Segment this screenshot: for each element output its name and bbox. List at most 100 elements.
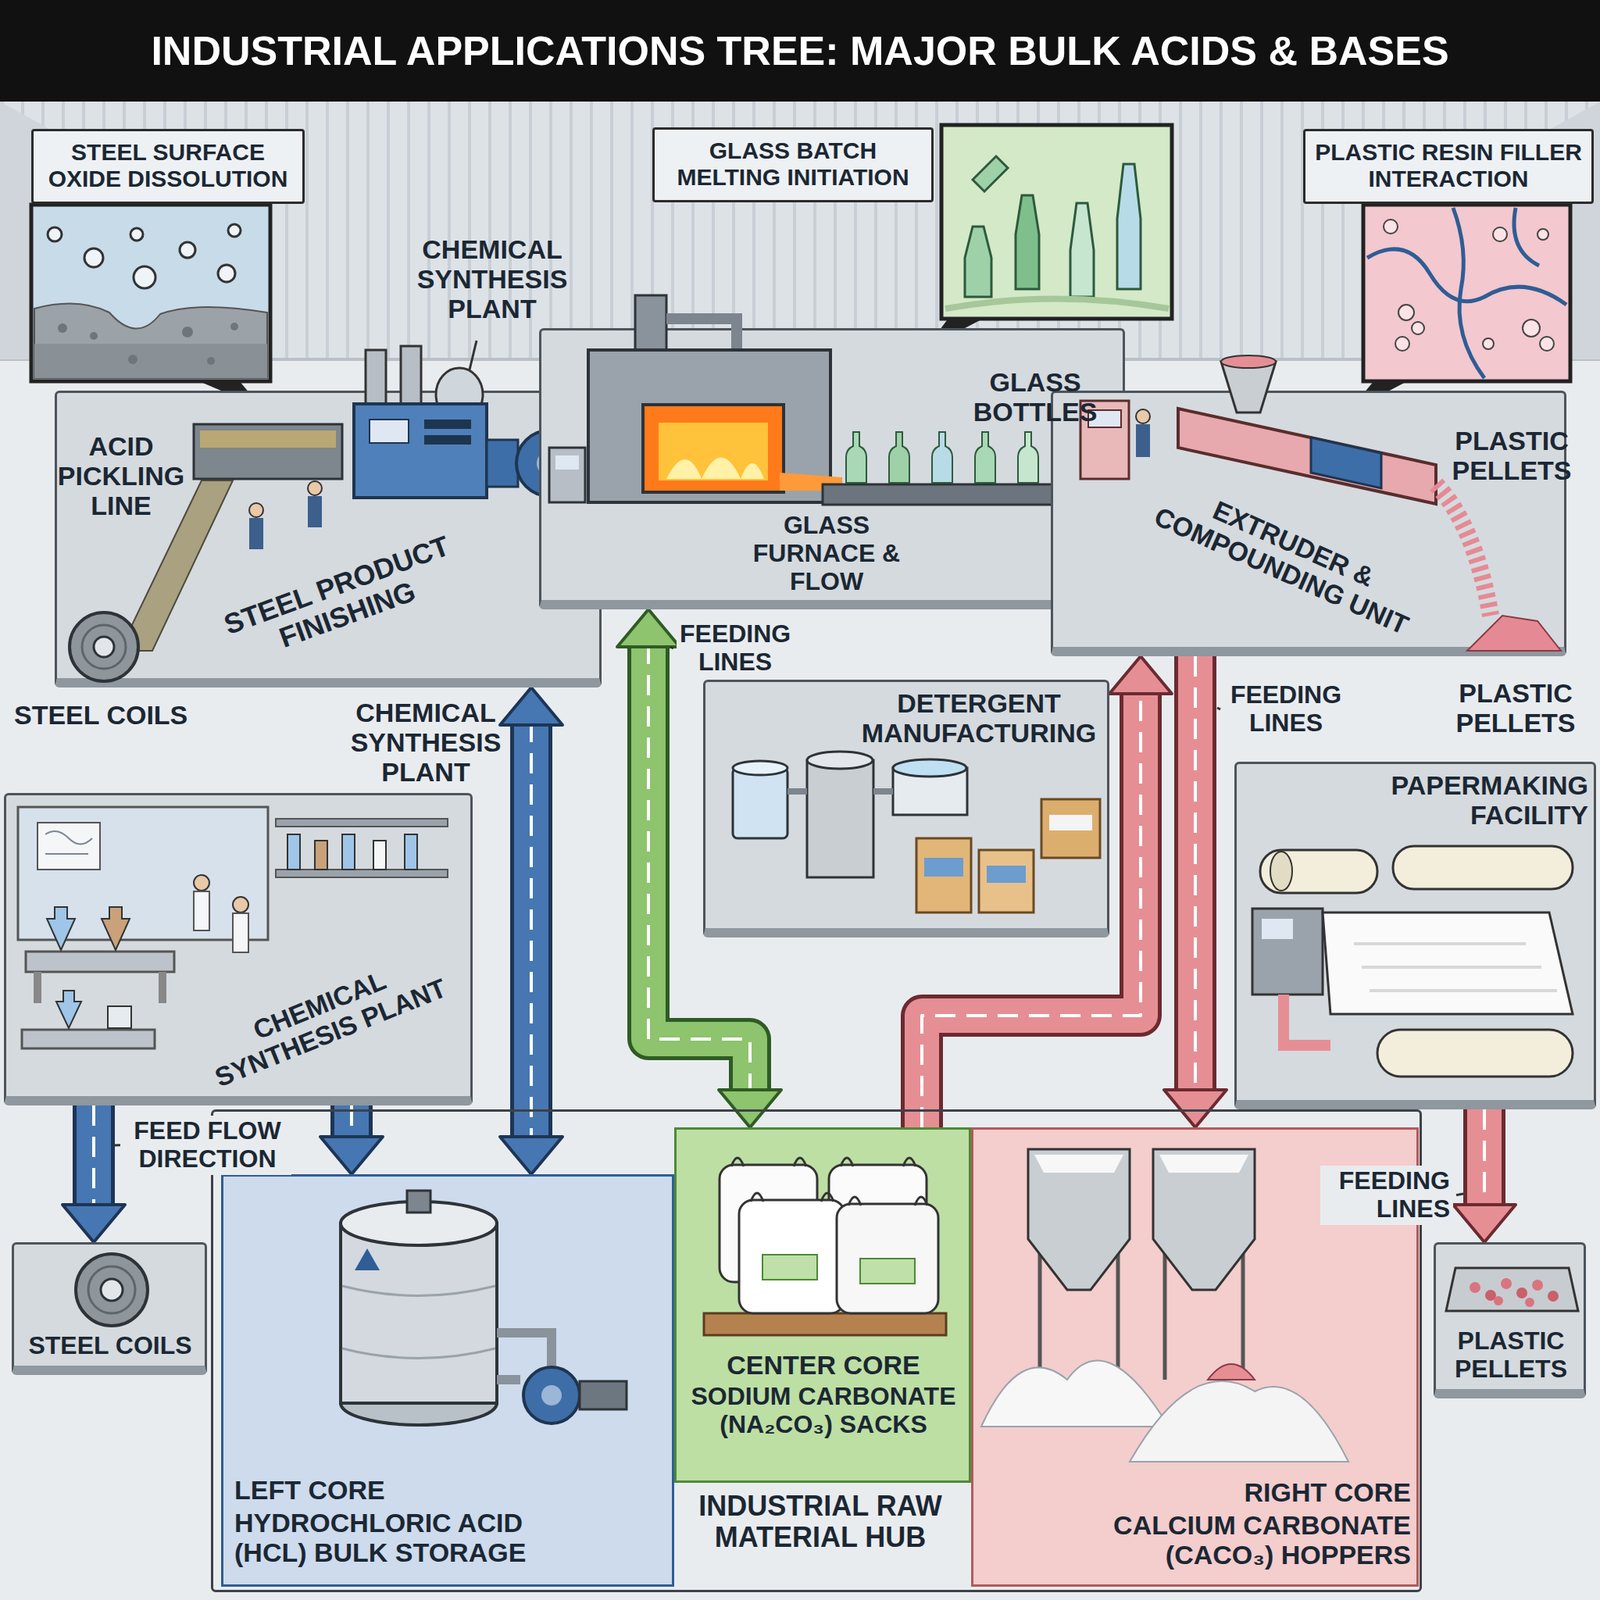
node-text: GLASS FURNACE & FLOW xyxy=(740,511,913,596)
pipe-flow-line xyxy=(1193,656,1197,1093)
resin-callout-picture-part xyxy=(1363,204,1571,382)
detergent-plant-art-part xyxy=(1041,799,1100,858)
callout-heading: GLASS BATCH MELTING INITIATION xyxy=(652,127,934,203)
pickling-line-art-part xyxy=(369,419,409,443)
pipe-connector xyxy=(500,687,563,1175)
pipe-arrowhead xyxy=(718,1089,782,1128)
pipe-connector xyxy=(62,1105,125,1243)
glass-furnace-art-part xyxy=(549,447,586,503)
text-slot: SODIUM CARBONATE (NA₂CO₃) SACKS xyxy=(682,1382,965,1440)
extruder-art-part xyxy=(1221,361,1276,413)
glass-callout-picture-part xyxy=(1015,195,1040,290)
node-text: PAPERMAKING FACILITY xyxy=(1381,770,1589,830)
node-text: INDUSTRIAL RAW MATERIAL HUB xyxy=(671,1490,969,1554)
coil-art-part xyxy=(88,1266,136,1314)
soda-sacks-art-part xyxy=(750,1192,928,1206)
detergent-plant-art-part xyxy=(807,760,874,878)
oxide-callout-picture-part xyxy=(179,242,196,258)
oxide-callout-picture-part xyxy=(182,326,193,338)
pipe-arrowhead xyxy=(1109,656,1172,694)
text-slot: PLASTIC RESIN FILLER INTERACTION xyxy=(1311,139,1586,192)
leader-line xyxy=(113,1143,121,1147)
lab-art-part xyxy=(193,875,210,891)
lab-art-part xyxy=(56,990,82,1029)
text-slot: LEFT CORE xyxy=(234,1475,594,1505)
pellet-tray-art-part xyxy=(1493,1296,1504,1306)
pipe-flow-line xyxy=(1482,1109,1486,1208)
hopper-art-part xyxy=(1159,1154,1249,1173)
pickling-line-art-part xyxy=(200,430,336,448)
text-slot: CHEMICAL SYNTHESIS PLANT xyxy=(410,234,575,324)
extruder-art-part xyxy=(1467,615,1561,651)
coil-pad: STEEL COILS xyxy=(11,1242,208,1375)
edge-label: FEEDING LINES xyxy=(676,618,794,679)
core-panel: LEFT COREHYDROCHLORIC ACID (HCL) BULK ST… xyxy=(221,1174,675,1587)
pellet-tray-art-part xyxy=(1469,1282,1481,1293)
pellet-tray-art-part xyxy=(1500,1278,1512,1290)
paper-machine-art-part xyxy=(1260,850,1378,893)
pipe-flow-line xyxy=(529,721,533,1140)
node-text: PLASTIC RESIN FILLER INTERACTION xyxy=(1311,139,1586,192)
leader-line xyxy=(670,646,674,649)
resin-callout-picture xyxy=(1347,204,1571,413)
node-text: PLASTIC PELLETS xyxy=(1440,1327,1582,1384)
pickling-line-art-part xyxy=(307,481,322,496)
text-slot: FEEDING LINES xyxy=(1223,679,1349,740)
edge-label: FEED FLOW DIRECTION xyxy=(123,1115,292,1175)
pipe-arrowhead xyxy=(62,1204,125,1243)
pipe-connector xyxy=(1164,656,1227,1128)
node-text: LEFT CORE xyxy=(234,1475,594,1505)
hopper-art-part xyxy=(1034,1154,1124,1173)
pickling-line-art-part xyxy=(93,636,115,658)
soda-sacks-art-part xyxy=(739,1200,845,1314)
text-slot: CHEMICAL SYNTHESIS PLANT xyxy=(343,697,508,787)
glass-callout-picture-part xyxy=(941,125,1172,319)
acid-tank-art-part xyxy=(407,1190,431,1213)
oxide-callout-picture-part xyxy=(128,354,138,365)
resin-callout-picture-part xyxy=(1383,219,1398,234)
acid-tank-art-part xyxy=(579,1381,627,1410)
pipe-arrowhead xyxy=(1453,1204,1516,1243)
detergent-plant-art-part xyxy=(986,865,1026,883)
oxide-callout-picture-part xyxy=(228,224,241,237)
pickling-line-art-part xyxy=(424,419,472,429)
pickling-line-art-part xyxy=(193,424,343,479)
lab-art-part xyxy=(158,971,167,1004)
text-slot: GLASS BOTTLES xyxy=(968,367,1102,427)
paper-machine-art-part xyxy=(1261,918,1293,940)
leader-line xyxy=(1456,1193,1464,1196)
part-label: STEEL COILS xyxy=(14,700,202,730)
text-slot: PAPERMAKING FACILITY xyxy=(1381,770,1589,830)
node-text: GLASS BATCH MELTING INITIATION xyxy=(660,137,925,190)
hub-base: INDUSTRIAL RAW MATERIAL HUB LEFT COREHYD… xyxy=(210,1109,1422,1593)
text-slot: GLASS FURNACE & FLOW xyxy=(740,511,913,596)
pickling-line-art-part xyxy=(365,350,386,405)
paper-machine-art-part xyxy=(1353,943,1558,991)
detergent-plant-art-part xyxy=(787,788,893,795)
pipe-outline xyxy=(1463,1109,1506,1208)
edge-label: FEEDING LINES xyxy=(1223,679,1349,740)
lab-art-part xyxy=(342,834,355,870)
glass-callout-picture xyxy=(925,125,1172,349)
pipe-connector xyxy=(1453,1109,1516,1243)
text-slot: CENTER CORE xyxy=(682,1350,965,1380)
lab-art-part xyxy=(232,896,249,913)
pipe-body xyxy=(514,721,549,1140)
paper-machine-art-part xyxy=(1392,846,1573,890)
leader-line xyxy=(1217,707,1221,710)
glass-furnace-art-part xyxy=(666,318,737,350)
oxide-callout-picture-part xyxy=(133,266,156,289)
detergent-plant-art-part xyxy=(978,850,1034,913)
pipe-arrowhead xyxy=(1164,1089,1227,1128)
node-text: DETERGENT MANUFACTURING xyxy=(850,688,1108,748)
lab-art-part xyxy=(232,913,249,953)
pipe-arrowhead xyxy=(500,1136,563,1175)
glass-furnace-art-part xyxy=(889,432,910,483)
text-slot: GLASS BATCH MELTING INITIATION xyxy=(660,137,925,190)
resin-callout-picture-part xyxy=(1395,336,1410,351)
glass-callout-picture-part xyxy=(1117,164,1141,290)
hopper-art-part xyxy=(1129,1381,1349,1462)
node-text: CALCIUM CARBONATE (CACO₃) HOPPERS xyxy=(1082,1510,1411,1570)
paper-machine-art-part xyxy=(1283,994,1331,1046)
acid-tank-art-part xyxy=(354,1248,380,1271)
